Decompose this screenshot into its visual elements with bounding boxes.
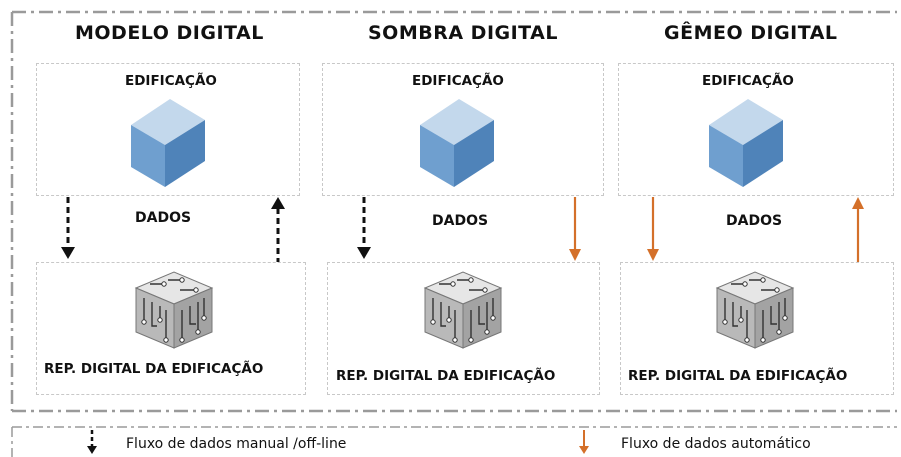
building-box-modelo (36, 63, 300, 196)
legend-automatic-arrow-icon (579, 430, 589, 454)
rep-label-gemeo: REP. DIGITAL DA EDIFICAÇÃO (628, 368, 848, 384)
rep-box-gemeo (620, 262, 894, 395)
legend-manual-arrow-icon (87, 430, 97, 454)
column-title-modelo: MODELO DIGITAL (75, 22, 264, 44)
house-icon (131, 99, 205, 187)
data-label-modelo: DADOS (135, 210, 192, 226)
legend-manual-label: Fluxo de dados manual /off-line (126, 436, 347, 452)
building-label-gemeo: EDIFICAÇÃO (702, 73, 794, 89)
building-label-modelo: EDIFICAÇÃO (125, 73, 217, 89)
rep-box-modelo (36, 262, 306, 395)
data-label-gemeo: DADOS (726, 213, 783, 229)
manual-arrow-down-icon (357, 197, 371, 259)
house-icon (709, 99, 783, 187)
rep-box-sombra (327, 262, 600, 395)
column-title-sombra: SOMBRA DIGITAL (368, 22, 558, 44)
circuit-cube-icon (715, 271, 795, 349)
column-title-gemeo: GÊMEO DIGITAL (664, 22, 838, 44)
data-label-sombra: DADOS (432, 213, 489, 229)
automatic-arrow-down-icon (569, 197, 581, 261)
rep-label-modelo: REP. DIGITAL DA EDIFICAÇÃO (44, 361, 264, 377)
building-label-sombra: EDIFICAÇÃO (412, 73, 504, 89)
legend-automatic-label: Fluxo de dados automático (621, 436, 811, 452)
building-box-gemeo (618, 63, 894, 196)
rep-label-sombra: REP. DIGITAL DA EDIFICAÇÃO (336, 368, 556, 384)
automatic-arrow-down-icon (647, 197, 659, 261)
building-box-sombra (322, 63, 604, 196)
manual-arrow-up-icon (271, 197, 285, 262)
house-icon (420, 99, 494, 187)
manual-arrow-down-icon (61, 197, 75, 259)
circuit-cube-icon (134, 271, 214, 349)
automatic-arrow-up-icon (852, 197, 864, 262)
circuit-cube-icon (423, 271, 503, 349)
